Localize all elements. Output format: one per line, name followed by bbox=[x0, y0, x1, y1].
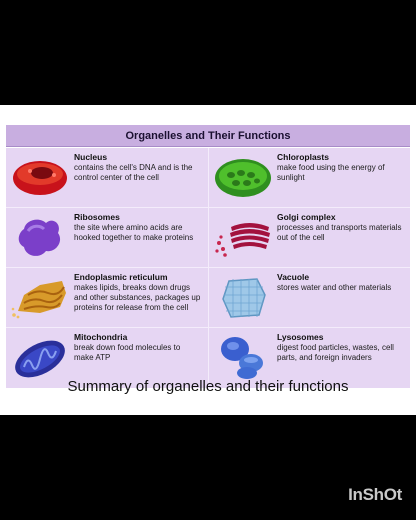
er-icon bbox=[11, 281, 66, 319]
slide-content: Organelles and Their Functions Nucleus c… bbox=[0, 105, 416, 415]
organelle-name: Endoplasmic reticulum bbox=[74, 272, 168, 282]
table-body: Nucleus contains the cell's DNA and is t… bbox=[6, 148, 410, 388]
lysosome-icon bbox=[221, 337, 263, 379]
row-divider bbox=[6, 327, 410, 328]
organelle-cell-lysosomes: Lysosomes digest food particles, wastes,… bbox=[209, 329, 411, 387]
table-title: Organelles and Their Functions bbox=[6, 125, 410, 147]
organelle-cell-er: Endoplasmic reticulum makes lipids, brea… bbox=[6, 269, 208, 327]
mitochondria-icon bbox=[15, 340, 65, 378]
row-divider bbox=[6, 207, 410, 208]
organelle-description: processes and transports materials out o… bbox=[277, 223, 402, 242]
organelle-cell-vacuole: Vacuole stores water and other materials bbox=[209, 269, 411, 327]
organelle-description: stores water and other materials bbox=[277, 283, 392, 292]
organelle-name: Lysosomes bbox=[277, 332, 324, 342]
organelle-description: make food using the energy of sunlight bbox=[277, 163, 385, 182]
organelle-description: break down food molecules to make ATP bbox=[74, 343, 181, 362]
organelle-name: Nucleus bbox=[74, 152, 108, 162]
organelle-name: Golgi complex bbox=[277, 212, 336, 222]
organelle-table: Organelles and Their Functions Nucleus c… bbox=[6, 125, 410, 472]
nucleus-icon bbox=[13, 161, 67, 195]
column-divider bbox=[208, 148, 209, 388]
organelle-description: the site where amino acids are hooked to… bbox=[74, 223, 194, 242]
row-divider bbox=[6, 267, 410, 268]
golgi-icon bbox=[215, 223, 270, 257]
inshot-watermark: InShOt bbox=[348, 485, 402, 504]
organelle-description: digest food particles, wastes, cell part… bbox=[277, 343, 394, 362]
chloroplast-icon bbox=[215, 159, 271, 197]
ribosome-icon bbox=[18, 219, 61, 256]
organelle-name: Chloroplasts bbox=[277, 152, 329, 162]
organelle-cell-mitochondria: Mitochondria break down food molecules t… bbox=[6, 329, 208, 387]
organelle-cell-golgi: Golgi complex processes and transports m… bbox=[209, 209, 411, 267]
organelle-name: Ribosomes bbox=[74, 212, 120, 222]
organelle-description: makes lipids, breaks down drugs and othe… bbox=[74, 283, 201, 312]
organelle-cell-chloroplasts: Chloroplasts make food using the energy … bbox=[209, 149, 411, 207]
organelle-cell-nucleus: Nucleus contains the cell's DNA and is t… bbox=[6, 149, 208, 207]
organelle-description: contains the cell's DNA and is the contr… bbox=[74, 163, 193, 182]
caption: Summary of organelles and their function… bbox=[67, 378, 349, 395]
organelle-name: Mitochondria bbox=[74, 332, 128, 342]
organelle-cell-ribosomes: Ribosomes the site where amino acids are… bbox=[6, 209, 208, 267]
vacuole-icon bbox=[222, 278, 266, 318]
organelle-name: Vacuole bbox=[277, 272, 310, 282]
